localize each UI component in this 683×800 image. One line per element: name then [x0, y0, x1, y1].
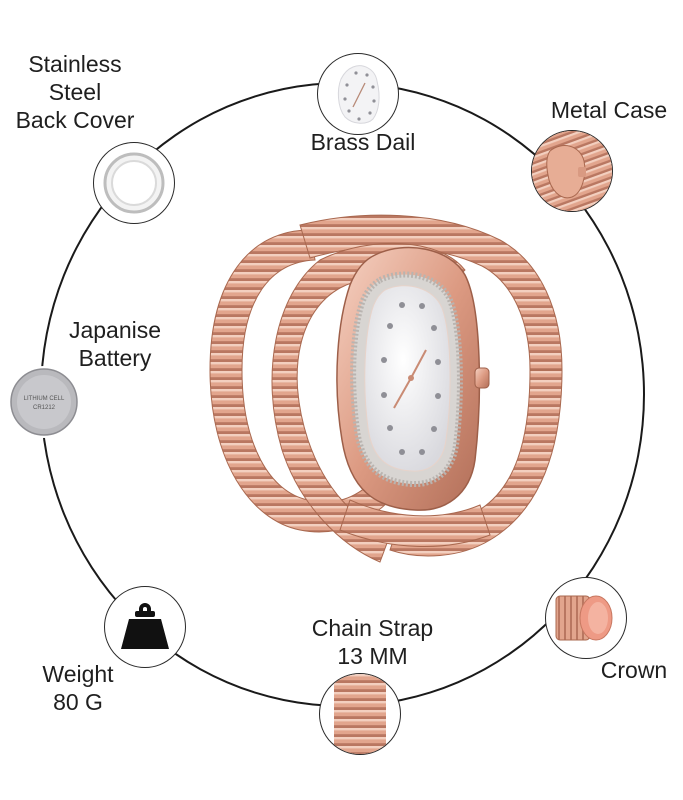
dial-badge [317, 53, 399, 135]
back-cover-badge [93, 142, 175, 224]
back-cover-label: Stainless Steel Back Cover [15, 51, 135, 133]
battery-code: CR1212 [33, 405, 56, 411]
weight-badge [104, 586, 186, 668]
dial-icon [337, 65, 380, 124]
battery-label: Japanise Battery [68, 317, 162, 371]
weight-icon [121, 603, 169, 649]
crown-icon [555, 595, 613, 641]
chain-strap-icon [334, 674, 386, 754]
strap-badge [319, 673, 401, 755]
dial-label: Brass Dail [310, 129, 416, 155]
product-watch-image [190, 200, 580, 570]
weight-label: Weight 80 G [42, 661, 114, 715]
metal-case-icon [532, 131, 612, 211]
battery-icon: LITHIUM CELL CR1212 [10, 368, 78, 436]
crown-label: Crown [600, 657, 668, 683]
back-cover-icon [103, 152, 165, 214]
case-label: Metal Case [550, 97, 668, 123]
strap-label: Chain Strap 13 MM [311, 615, 434, 669]
battery-badge: LITHIUM CELL CR1212 [8, 366, 80, 438]
watch-image [209, 214, 563, 563]
battery-engraving: LITHIUM CELL [24, 396, 65, 402]
crown-badge [545, 577, 627, 659]
case-badge [531, 130, 613, 212]
